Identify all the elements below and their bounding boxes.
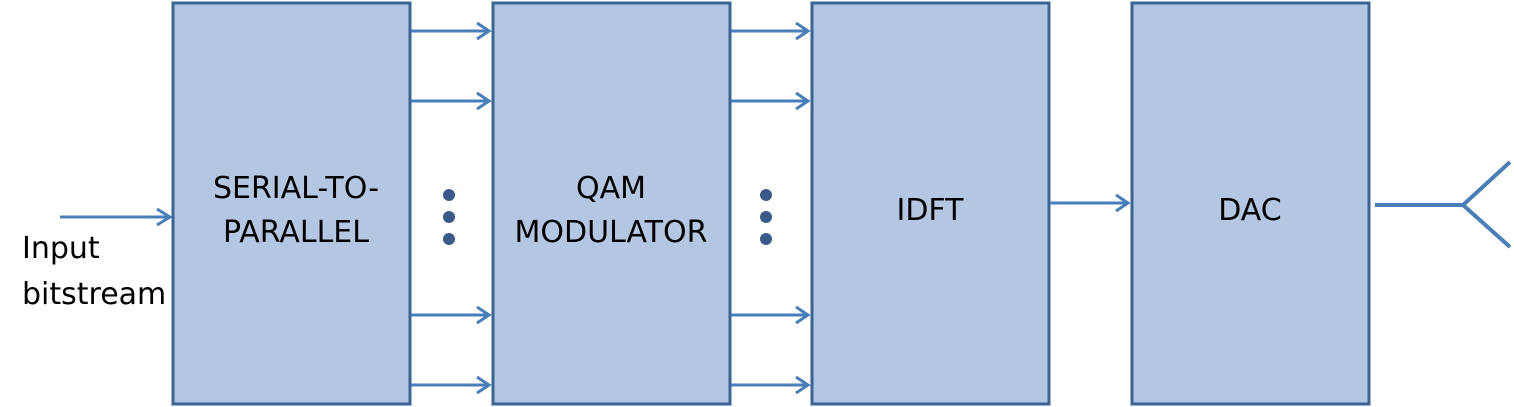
input-label-line1: Input: [22, 231, 100, 266]
qam-modulator-block: QAM MODULATOR: [491, 1, 732, 406]
ellipsis-dots-2: [760, 189, 772, 245]
qam-modulator-label-line1: QAM: [576, 171, 646, 206]
dac-label: DAC: [1218, 193, 1282, 228]
qam-modulator-label-line2: MODULATOR: [515, 215, 708, 250]
ellipsis-dots-1: [443, 189, 455, 245]
idft-to-dac-arrow: [1050, 193, 1131, 213]
qam-to-idft-arrow-2: [731, 91, 811, 111]
input-label-line2: bitstream: [22, 277, 166, 312]
serial-to-parallel-label-line1: SERIAL-TO-: [213, 171, 379, 206]
antenna-icon: [1375, 160, 1512, 249]
sp-to-qam-arrow-1: [411, 21, 492, 41]
qam-to-idft-arrow-3: [731, 305, 811, 325]
idft-label: IDFT: [896, 193, 964, 228]
qam-to-idft-arrow-4: [731, 375, 811, 395]
dac-block: DAC: [1130, 1, 1371, 406]
sp-to-qam-arrow-2: [411, 91, 492, 111]
sp-to-qam-arrows: [411, 21, 492, 395]
sp-to-qam-arrow-3: [411, 305, 492, 325]
input-arrow: [60, 207, 173, 227]
sp-to-qam-arrow-4: [411, 375, 492, 395]
qam-to-idft-arrows: [731, 21, 811, 395]
idft-block: IDFT: [810, 1, 1051, 406]
serial-to-parallel-block: SERIAL-TO- PARALLEL: [171, 1, 412, 406]
qam-to-idft-arrow-1: [731, 21, 811, 41]
serial-to-parallel-label-line2: PARALLEL: [223, 215, 369, 250]
